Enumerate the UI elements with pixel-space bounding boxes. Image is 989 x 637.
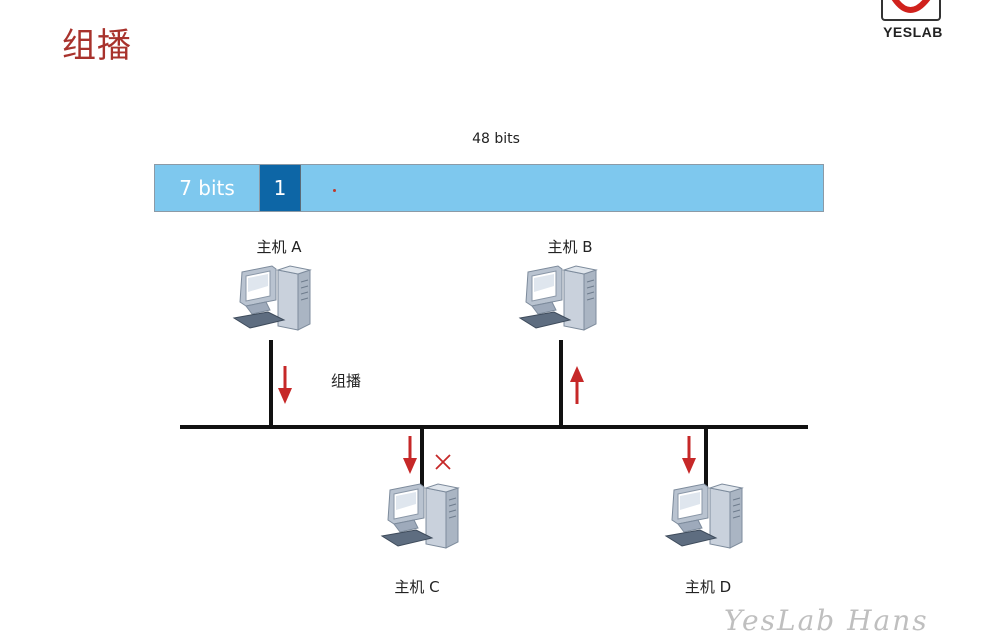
frame-segment-multicast-bit: 1	[260, 165, 301, 211]
mac-address-frame: 7 bits 1	[154, 164, 824, 212]
frame-segment-7bits: 7 bits	[155, 165, 260, 211]
computer-host-c-icon	[381, 483, 459, 549]
page-title: 组播	[62, 26, 132, 66]
arrow-down-host-c-icon	[401, 434, 419, 476]
yeslab-logo	[881, 0, 941, 21]
computer-host-b-icon	[519, 265, 597, 331]
multicast-label: 组播	[331, 372, 362, 390]
logo-text: YESLAB	[883, 24, 943, 40]
host-b-label: 主机 B	[547, 238, 593, 256]
computer-host-a-icon	[233, 265, 311, 331]
arrow-up-host-b-icon	[568, 364, 586, 406]
host-d-label: 主机 D	[684, 578, 732, 596]
cursor-dot	[333, 189, 336, 192]
host-a-label: 主机 A	[256, 238, 302, 256]
reject-cross-icon	[435, 454, 451, 470]
arrow-down-host-a-icon	[276, 364, 294, 406]
host-c-label: 主机 C	[394, 578, 440, 596]
watermark: YesLab Hans	[724, 604, 929, 637]
computer-host-d-icon	[665, 483, 743, 549]
frame-length-label: 48 bits	[472, 131, 520, 147]
arrow-down-host-d-icon	[680, 434, 698, 476]
